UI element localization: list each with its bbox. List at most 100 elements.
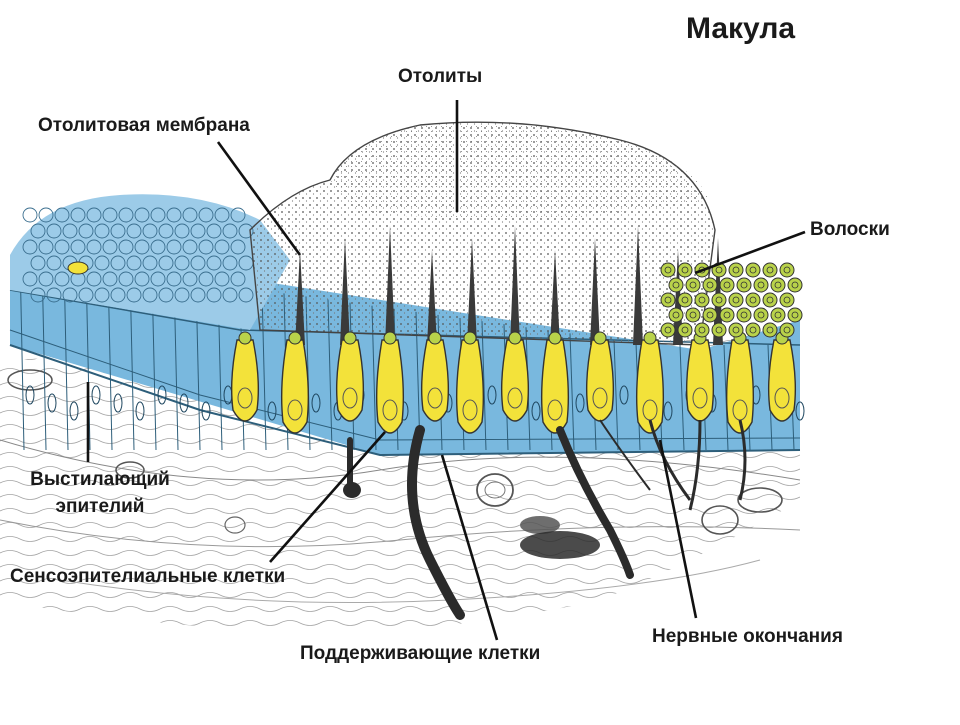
surface-cell [30, 223, 46, 239]
otolith-granule-core [757, 281, 765, 289]
page-title: Макула [686, 12, 796, 45]
surface-cell [174, 287, 190, 303]
otolith-granule [677, 292, 693, 308]
otolith-granule-core [715, 296, 723, 304]
otolith-granule [660, 262, 676, 278]
surface-cell [70, 207, 86, 223]
pointer-membrana [216, 141, 302, 256]
otolith-granule [787, 307, 803, 323]
surface-cell [230, 271, 246, 287]
cell-nucleus [619, 385, 629, 405]
pointer-nerv [658, 439, 698, 619]
otolith-granule [736, 307, 752, 323]
surface-cell [110, 223, 126, 239]
sensory-cell [500, 339, 530, 422]
otolith-granule [736, 277, 752, 293]
otolith-granule-core [766, 266, 774, 274]
sensory-cell [375, 339, 405, 434]
pointer-lines [86, 100, 806, 641]
pointer-voloski [694, 230, 806, 275]
kinocilium-base [238, 331, 252, 345]
kinocilium-base [593, 331, 607, 345]
otolith-granule-core [791, 311, 799, 319]
surface-cell [62, 223, 78, 239]
otolith-granule [677, 262, 693, 278]
cell-nucleus [487, 385, 497, 405]
otolith-granule-core [783, 326, 791, 334]
otolith-granule [728, 292, 744, 308]
otolith-granule [660, 322, 676, 338]
sensory-cell [230, 339, 260, 422]
surface-cell [78, 223, 94, 239]
otolith-granule-core [723, 281, 731, 289]
hair-bundle [427, 250, 437, 345]
kinocilium-base [508, 331, 522, 345]
otolith-granule [711, 322, 727, 338]
label-voloski: Волоски [810, 219, 890, 240]
otolith-granule-core [664, 326, 672, 334]
otolith-granule [762, 322, 778, 338]
otolith-granule-core [698, 296, 706, 304]
otolith-granule [694, 322, 710, 338]
surface-cell [158, 223, 174, 239]
cell-nucleus [135, 401, 145, 421]
surface-cell [78, 287, 94, 303]
label-podderzhivayushchie-kletki: Поддерживающие клетки [300, 643, 541, 664]
surface-cell [118, 271, 134, 287]
otolith-granule-core [689, 311, 697, 319]
hair-bundle [467, 238, 477, 345]
surface-cell [134, 271, 150, 287]
hair-bundle [590, 238, 600, 345]
otolith-granule [779, 262, 795, 278]
surface-cell [126, 223, 142, 239]
surface-cell [182, 239, 198, 255]
otolith-granule [711, 292, 727, 308]
surface-cell [158, 287, 174, 303]
surface-cell [70, 239, 86, 255]
surface-cell [38, 271, 54, 287]
label-vystilayushchiy-epiteliy: Выстилающий эпителий [12, 466, 188, 520]
cell-nucleus [113, 393, 123, 413]
surface-cell [46, 255, 62, 271]
surface-cell [222, 255, 238, 271]
surface-cell [158, 255, 174, 271]
surface-cell [142, 223, 158, 239]
otolith-granule-core [749, 296, 757, 304]
surface-cell [142, 255, 158, 271]
surface-cell [38, 207, 54, 223]
otolith-granule-core [706, 311, 714, 319]
otolithic-membrane [249, 121, 716, 346]
surface-cell [110, 287, 126, 303]
otolith-granule [745, 262, 761, 278]
surface-cell [102, 239, 118, 255]
hair-bundle [550, 250, 560, 345]
otolith-granule-core [681, 296, 689, 304]
otolith-granule [762, 262, 778, 278]
otolith-granule-core [672, 281, 680, 289]
surface-cell [238, 287, 254, 303]
label-epiteliy-line1: Выстилающий [30, 469, 170, 490]
surface-cell [30, 287, 46, 303]
cell-nucleus [663, 401, 673, 421]
sensory-nucleus [692, 387, 708, 409]
surface-yellow-cell [67, 261, 89, 275]
surface-cell [134, 239, 150, 255]
sensory-nucleus [592, 387, 608, 409]
surface-cell [198, 207, 214, 223]
kinocilium-base [288, 331, 302, 345]
surface-cell [190, 255, 206, 271]
otolith-granule-core [698, 326, 706, 334]
otolith-granule-core [672, 311, 680, 319]
kinocilium-base [343, 331, 357, 345]
cell-nucleus [267, 401, 277, 421]
sensory-nucleus [547, 399, 563, 421]
otolith-granule-core [732, 296, 740, 304]
surface-cell [54, 207, 70, 223]
otolith-granule [787, 277, 803, 293]
otolith-granule [719, 307, 735, 323]
hair-bundle [510, 226, 520, 345]
cell-nucleus [69, 401, 79, 421]
surface-cell [214, 207, 230, 223]
label-nervnye-okonchaniya: Нервные окончания [652, 626, 843, 647]
